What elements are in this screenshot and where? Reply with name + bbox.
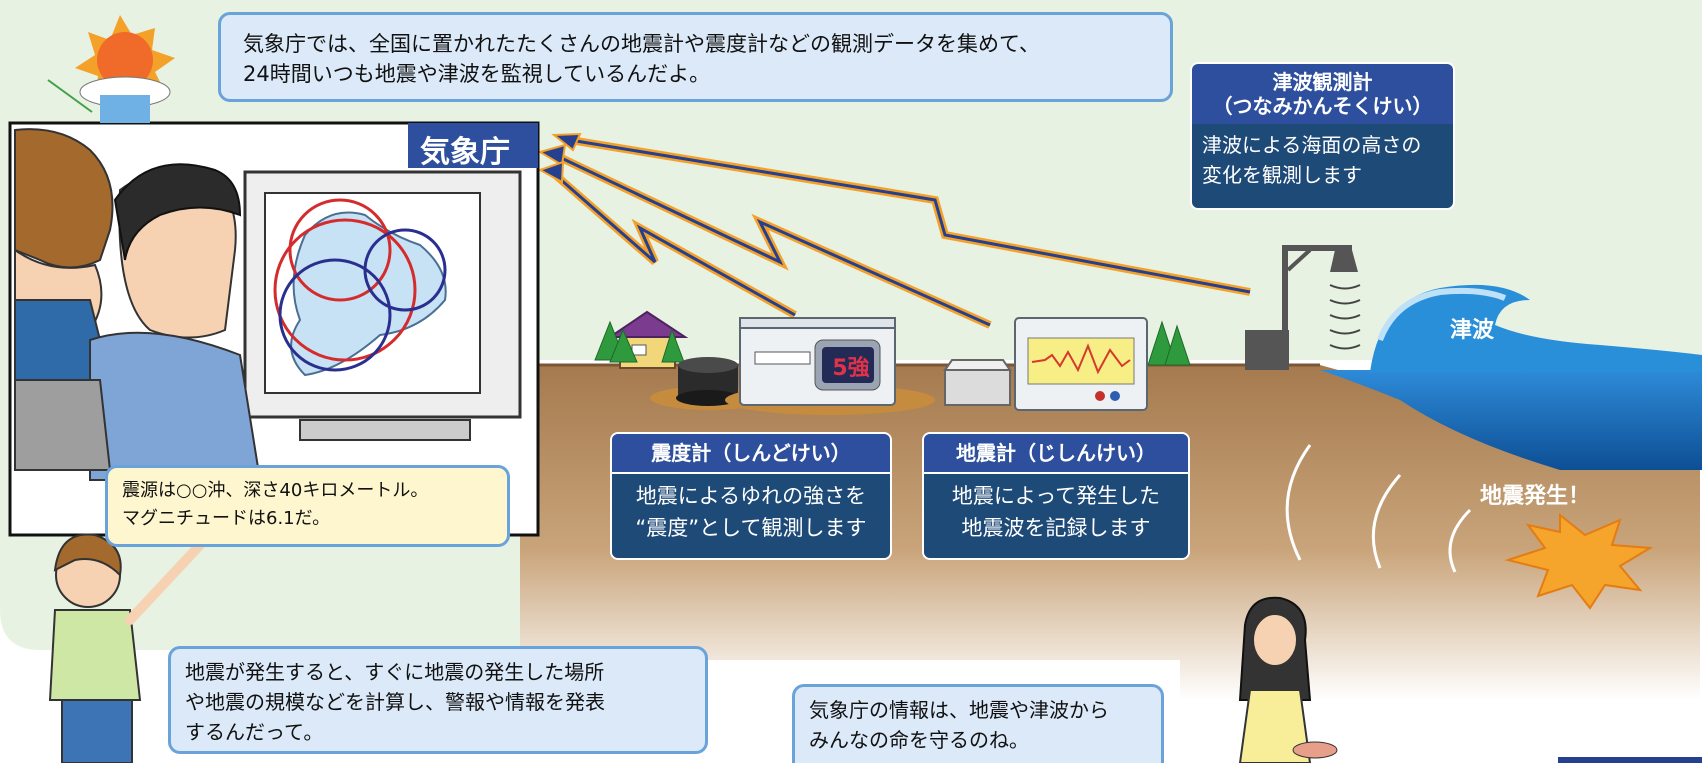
intensity-meter-desc-line-1: 地震によるゆれの強さを — [635, 484, 867, 508]
girl-character — [1238, 596, 1338, 763]
narration-line-2: 24時間いつも地震や津波を監視しているんだよ。 — [243, 62, 711, 86]
signal-arrowheads — [537, 132, 582, 184]
boy-speech-bubble: 地震が発生すると、すぐに地震の発生した場所 や地震の規模などを計算し、警報や情報… — [168, 646, 708, 754]
seismometer-desc: 地震によって発生した 地震波を記録します — [924, 474, 1188, 558]
tsunami-meter-desc-line-1: 津波による海面の高さの — [1202, 133, 1422, 157]
seismometer-desc-line-2: 地震波を記録します — [961, 516, 1151, 540]
quake-burst-icon — [1504, 512, 1654, 610]
intensity-meter-device — [725, 317, 935, 415]
girl-speech-bubble: 気象庁の情報は、地震や津波から みんなの命を守るのね。 — [792, 684, 1164, 763]
seismometer-desc-line-1: 地震によって発生した — [951, 484, 1161, 508]
intensity-meter-desc-line-2: “震度”として観測します — [635, 516, 867, 540]
tsunami-meter-desc: 津波による海面の高さの 変化を観測します — [1192, 124, 1453, 208]
monitor-speech-bubble: 震源は○○沖、深さ40キロメートル。 マグニチュードは6.1だ。 — [105, 465, 510, 547]
signal-lines — [549, 136, 1251, 329]
tsunami-label: 津波 — [1450, 318, 1495, 343]
seismometer-device — [1014, 317, 1148, 411]
narration-line-1: 気象庁では、全国に置かれたたくさんの地震計や震度計などの観測データを集めて、 — [243, 32, 1040, 56]
intensity-meter-desc: 地震によるゆれの強さを “震度”として観測します — [612, 474, 890, 558]
narration-bubble-top: 気象庁では、全国に置かれたたくさんの地震計や震度計などの観測データを集めて、 2… — [218, 12, 1173, 102]
boy-bubble-line-3: するんだって。 — [185, 720, 324, 744]
boy-character — [48, 533, 205, 763]
boy-bubble-line-1: 地震が発生すると、すぐに地震の発生した場所 — [185, 660, 605, 684]
intensity-meter-title: 震度計（しんどけい） — [612, 434, 890, 474]
tsunami-meter-desc-line-2: 変化を観測します — [1202, 163, 1362, 187]
sun-mascot — [47, 15, 175, 123]
corner-tab — [1558, 757, 1702, 763]
tree-icons — [594, 320, 1191, 366]
seismic-waves — [1285, 444, 1472, 573]
monitor-bubble-line-2: マグニチュードは6.1だ。 — [122, 508, 331, 529]
monitor-bubble-line-1: 震源は○○沖、深さ40キロメートル。 — [122, 480, 429, 501]
tsunami-gauge-device — [1245, 245, 1361, 370]
tsunami-meter-title-line-2: （つなみかんそくけい） — [1212, 94, 1433, 118]
seismometer-title: 地震計（じしんけい） — [924, 434, 1188, 474]
tsunami-meter-panel: 津波観測計 （つなみかんそくけい） 津波による海面の高さの 変化を観測します — [1190, 62, 1455, 210]
tsunami-wave — [1370, 284, 1702, 372]
tsunami-meter-title: 津波観測計 （つなみかんそくけい） — [1192, 64, 1453, 124]
sea — [1320, 370, 1702, 470]
girl-bubble-line-1: 気象庁の情報は、地震や津波から — [809, 698, 1109, 722]
quake-label: 地震発生！ — [1480, 484, 1591, 509]
agency-label: 気象庁 — [420, 135, 510, 170]
tsunami-meter-title-line-1: 津波観測計 — [1272, 70, 1373, 94]
intensity-display-value: 5強 — [832, 356, 870, 381]
seismometer-panel: 地震計（じしんけい） 地震によって発生した 地震波を記録します — [922, 432, 1190, 560]
girl-bubble-line-2: みんなの命を守るのね。 — [809, 728, 1029, 752]
intensity-meter-panel: 震度計（しんどけい） 地震によるゆれの強さを “震度”として観測します — [610, 432, 892, 560]
boy-bubble-line-2: や地震の規模などを計算し、警報や情報を発表 — [185, 690, 605, 714]
sensor-box — [943, 359, 1012, 406]
